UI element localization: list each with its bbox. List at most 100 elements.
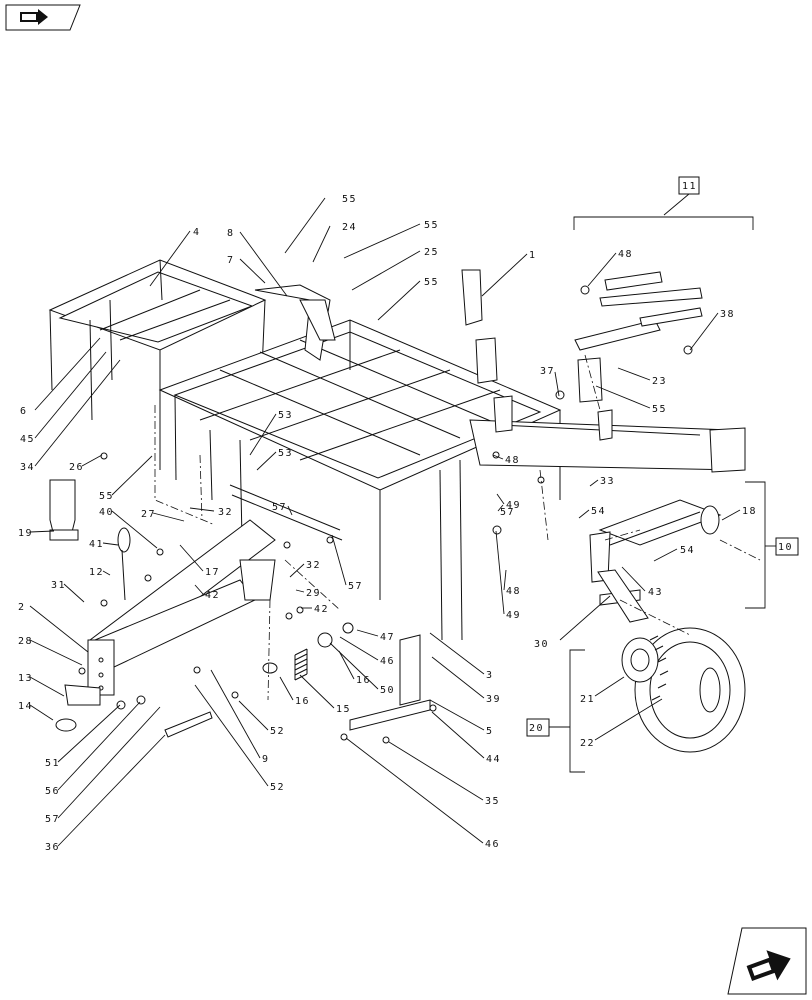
callout-57: 57: [331, 534, 362, 592]
leader-line: [29, 639, 83, 666]
callout-number: 12: [89, 567, 104, 578]
callout-6: 6: [20, 337, 101, 417]
callout-42: 42: [301, 604, 329, 615]
leader-line: [284, 197, 326, 254]
leader-line: [329, 642, 379, 690]
callout-number: 49: [506, 610, 521, 621]
callout-9: 9: [210, 669, 268, 765]
leader-line: [587, 252, 617, 287]
callout-number: 53: [278, 410, 293, 421]
callout-number: 29: [306, 588, 321, 599]
callout-24: 24: [312, 222, 356, 263]
callout-7: 7: [227, 255, 266, 284]
callout-number: 38: [720, 309, 735, 320]
leader-line: [345, 737, 484, 844]
leader-line: [111, 455, 153, 496]
leader-line: [496, 493, 505, 505]
callout-number: 42: [314, 604, 329, 615]
callout-number: 32: [306, 560, 321, 571]
callout-number: 4: [193, 227, 201, 238]
callout-13: 13: [18, 673, 65, 697]
callout-51: 51: [45, 704, 121, 769]
callout-53: 53: [249, 410, 293, 456]
callout-number: 33: [600, 476, 615, 487]
callout-number: 41: [89, 539, 104, 550]
leader-line: [377, 280, 421, 321]
callout-48: 48: [587, 249, 632, 287]
callout-21: 21: [580, 676, 625, 705]
callout-number: 8: [227, 228, 235, 239]
callout-39: 39: [431, 656, 501, 705]
leader-line: [57, 701, 141, 791]
callout-number: 46: [485, 839, 500, 850]
callout-number: 51: [45, 758, 60, 769]
callout-42: 42: [194, 584, 220, 601]
leader-line: [299, 674, 335, 709]
callout-55: 55: [377, 277, 438, 321]
leader-line: [34, 359, 121, 467]
callout-number: 15: [336, 704, 351, 715]
leader-line: [339, 636, 379, 661]
leader-line: [492, 454, 504, 460]
callout-number: 50: [380, 685, 395, 696]
callout-16: 16: [279, 676, 309, 707]
callout-35: 35: [388, 741, 499, 807]
callout-30: 30: [534, 595, 611, 650]
leader-line: [497, 504, 504, 512]
callout-number: 46: [380, 656, 395, 667]
leader-line: [63, 583, 85, 603]
leader-line: [57, 704, 121, 763]
callout-number: 32: [218, 507, 233, 518]
callout-number: 40: [99, 507, 114, 518]
callout-52: 52: [194, 684, 284, 793]
next-nav-button[interactable]: [727, 927, 807, 995]
callout-46: 46: [345, 737, 500, 850]
callout-number: 17: [205, 567, 220, 578]
callout-number: 42: [205, 590, 220, 601]
callout-45: 45: [20, 351, 107, 445]
group-bracket-11: 11: [573, 176, 754, 230]
callout-54: 54: [578, 506, 605, 519]
callout-number: 55: [424, 220, 439, 231]
callout-number: 39: [486, 694, 501, 705]
leader-line: [289, 563, 305, 578]
callout-number: 26: [69, 462, 84, 473]
callout-number: 27: [141, 509, 156, 520]
callout-4: 4: [149, 227, 201, 287]
leader-line: [29, 704, 54, 721]
callout-44: 44: [431, 711, 500, 765]
callout-number: 34: [20, 462, 35, 473]
callout-50: 50: [329, 642, 395, 696]
callout-46: 46: [339, 636, 395, 667]
leader-line: [617, 367, 651, 381]
leader-line: [239, 258, 266, 284]
callout-number: 52: [270, 726, 285, 737]
leader-line: [81, 454, 103, 467]
callout-12: 12: [89, 567, 111, 578]
callout-number: 55: [652, 404, 667, 415]
callout-22: 22: [580, 698, 663, 749]
callout-number: 47: [380, 632, 395, 643]
callout-55: 55: [99, 455, 153, 502]
leader-line: [152, 512, 185, 522]
leader-line: [256, 451, 277, 471]
group-label-11: 11: [682, 181, 697, 192]
callout-31: 31: [51, 580, 85, 603]
leader-line: [481, 253, 528, 297]
back-nav-button[interactable]: [5, 4, 81, 31]
leader-line: [554, 371, 560, 397]
callout-number: 25: [424, 247, 439, 258]
callout-32: 32: [189, 507, 233, 518]
callout-17: 17: [179, 544, 220, 578]
group-label-20: 20: [529, 723, 544, 734]
leader-line: [210, 669, 261, 759]
leader-line: [179, 544, 204, 572]
callout-55: 55: [343, 220, 439, 259]
leader-line: [312, 225, 331, 263]
leader-line: [559, 595, 611, 641]
callout-number: 18: [742, 506, 757, 517]
callout-55: 55: [284, 194, 356, 254]
callout-5: 5: [429, 699, 492, 737]
callout-number: 19: [18, 528, 33, 539]
